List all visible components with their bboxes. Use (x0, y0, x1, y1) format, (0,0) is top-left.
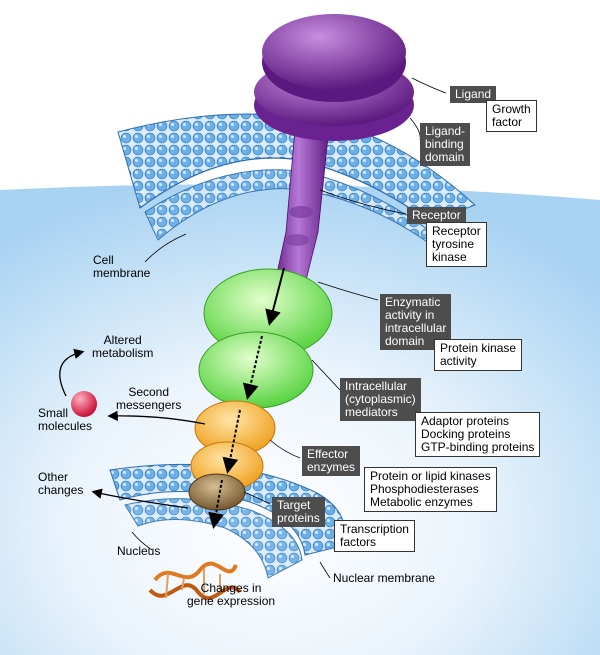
leader-target-proteins (243, 491, 271, 505)
signal-arrow (208, 479, 224, 529)
leader-enzymatic-activity (317, 281, 379, 301)
dna-strand (153, 561, 238, 582)
label-receptor-tyrosine-kinase: Receptor tyrosine kinase (426, 222, 487, 267)
label-altered-metabolism: Altered metabolism (92, 333, 154, 360)
label-nuclear-membrane: Nuclear membrane (333, 571, 436, 585)
label-changes-gene-expression: Changes in gene expression (187, 581, 276, 608)
label-ligand: Ligand (450, 86, 497, 103)
leader-intracellular-mediators (311, 359, 341, 391)
leader-nucleus (131, 531, 153, 551)
label-growth-factor: Growth factor (486, 100, 537, 132)
label-cell-membrane: Cell membrane (93, 253, 151, 280)
label-protein-kinase-activity: Protein kinase activity (434, 339, 523, 371)
label-other-changes: Other changes (38, 470, 84, 497)
second-messengers-arrow (107, 410, 206, 425)
label-nucleus: Nucleus (117, 544, 161, 558)
label-ligand-binding-domain: Ligand- binding domain (420, 123, 471, 166)
leader-effector-enzymes (269, 439, 301, 459)
leader-receptor (319, 189, 407, 215)
label-small-molecules: Small molecules (38, 406, 93, 433)
ligand-shape (262, 14, 406, 90)
label-second-messengers: Second messengers (116, 385, 182, 412)
receptor-stem-segment (289, 206, 313, 218)
altered-metabolism-arrow (59, 348, 85, 397)
label-enzymes-list: Protein or lipid kinases Phosphodiestera… (364, 467, 497, 512)
small-molecule-sphere (71, 391, 97, 417)
signal-arrow (265, 267, 285, 326)
signal-arrow (222, 409, 241, 474)
label-transcription-factors: Transcription factors (334, 520, 415, 552)
leader-ligand (411, 77, 447, 94)
label-intracellular-mediators: Intracellular (cytoplasmic) mediators (340, 378, 421, 421)
label-receptor: Receptor (407, 207, 466, 224)
intracellular-mediator-shape (198, 331, 314, 409)
receptor-stem-segment (285, 234, 309, 246)
label-target-proteins: Target proteins (272, 497, 325, 527)
leader-ligand-binding-domain (409, 117, 421, 141)
leader-nuclear-membrane (319, 561, 331, 579)
other-changes-arrow (91, 488, 189, 509)
leader-cell-membrane (144, 233, 187, 263)
signal-arrow (242, 335, 263, 400)
label-effector-enzymes: Effector enzymes (302, 446, 361, 476)
label-adaptor-proteins: Adaptor proteins Docking proteins GTP-bi… (415, 412, 541, 457)
